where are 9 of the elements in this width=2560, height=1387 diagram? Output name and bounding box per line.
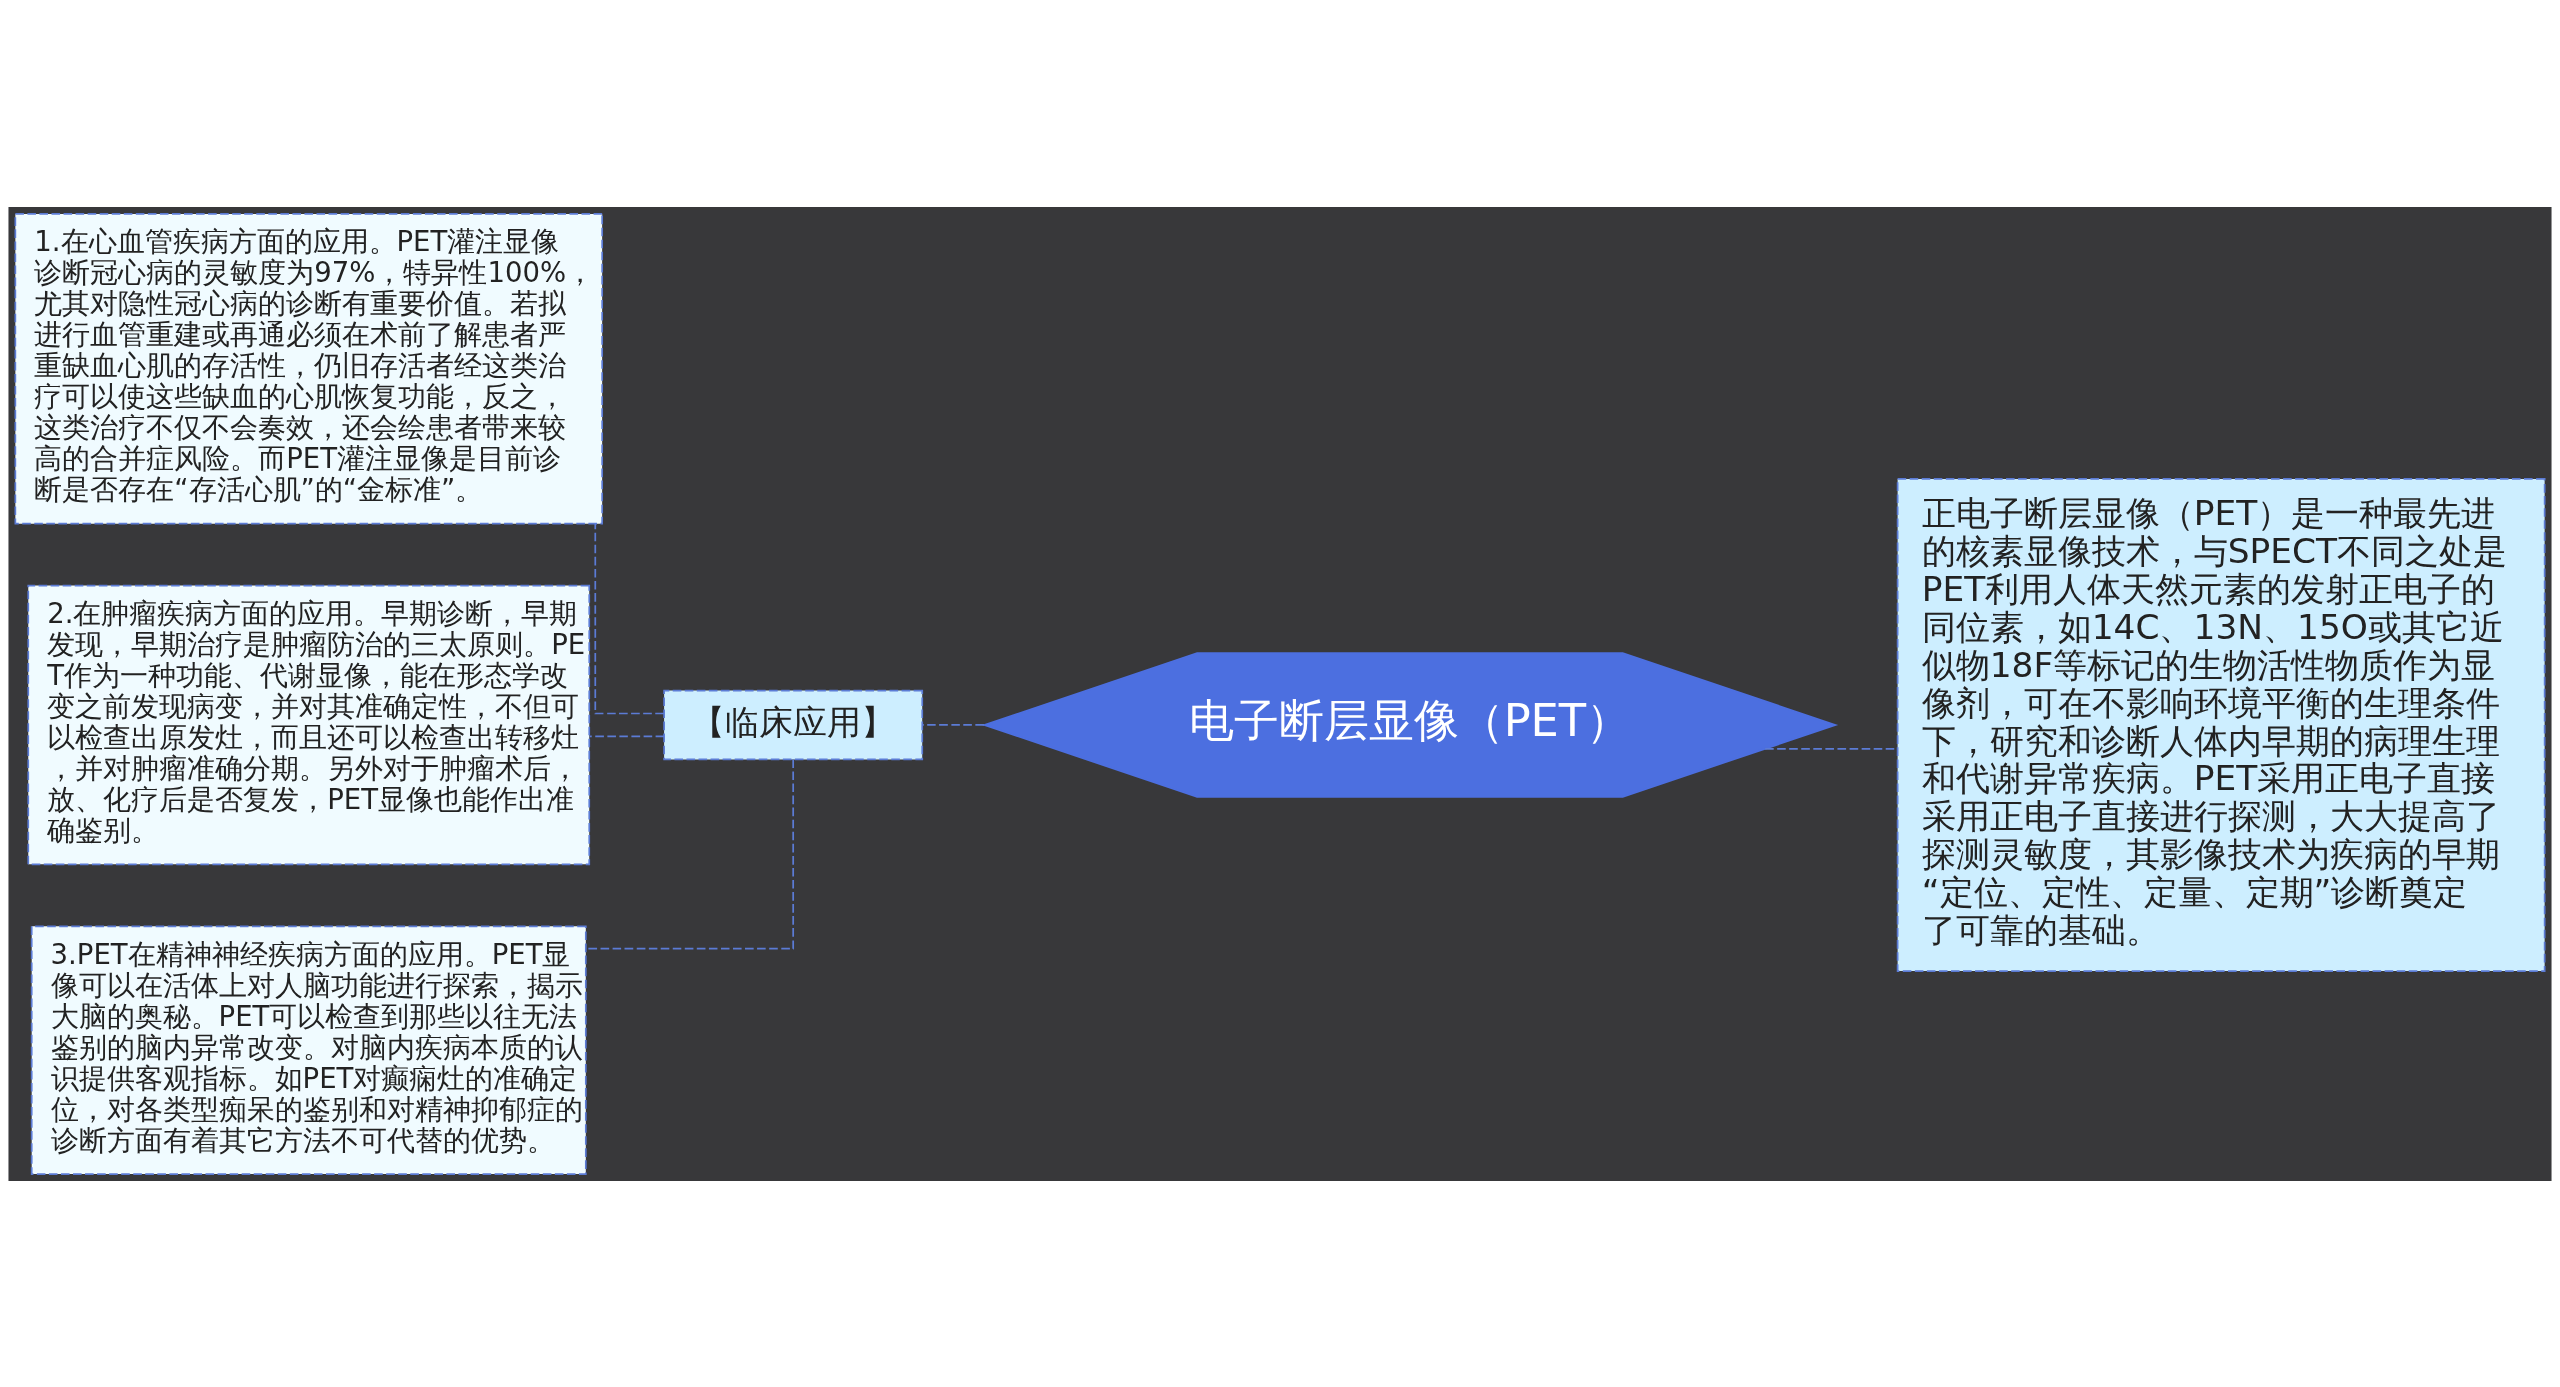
node-box: 3.PET在精神神经疾病方面的应用。PET显像可以在活体上对人脑功能进行探索，揭示大脑的奥秘。PET可以检查到那些以往无法鉴别的脑内异常改变。对脑内疾病本质的认识提供客观指标。如PET对癫痫灶的准确定位，对各类型痴呆的鉴别和对精神抑郁症的诊断方面有着其它方法不可代替的优势。 <box>30 924 587 1175</box>
connector <box>921 723 985 726</box>
node-box: 1.在心血管疾病方面的应用。PET灌注显像诊断冠心病的灵敏度为97%，特异性100%，尤其对隐性冠心病的诊断有重要价值。若拟进行血管重建或再通必须在术前了解患者严重缺血心肌的存活性，仍旧存活者经这类治疗可以使这些缺血的心肌恢复功能，反之，这类治疗不仅不会奏效，还会绘患者带来较高的合并症风险。而PET灌注显像是目前诊断是否存在“存活心肌”的“金标准”。 <box>14 212 603 524</box>
connector <box>585 758 795 950</box>
node-box: 【临床应用】 <box>663 689 924 760</box>
connector <box>594 522 665 714</box>
node-box: 2.在肿瘤疾病方面的应用。早期诊断，早期发现，早期治疗是肿瘤防治的三太原则。PET作为一种功能、代谢显像，能在形态学改变之前发现病变，并对其准确定性，不但可以检查出原发灶，而且还可以检查出转移灶，并对肿瘤准确分期。另外对于肿瘤术后，放、化疗后是否复发，PET显像也能作出准确鉴别。 <box>27 584 591 865</box>
connector <box>588 735 665 737</box>
node-box: 正电子断层显像（PET）是一种最先进的核素显像技术，与SPECT不同之处是PET利用人体天然元素的发射正电子的同位素，如14C、13N、15O或其它近似物18F等标记的生物活性物质作为显像剂，可在不影响环境平衡的生理条件下，研究和诊断人体内早期的病理生理和代谢异常疾病。PET采用正电子直接采用正电子直接进行探测，大大提高了探测灵敏度，其影像技术为疾病的早期“定位、定性、定量、定期”诊断奠定了可靠的基础。 <box>1896 477 2546 972</box>
